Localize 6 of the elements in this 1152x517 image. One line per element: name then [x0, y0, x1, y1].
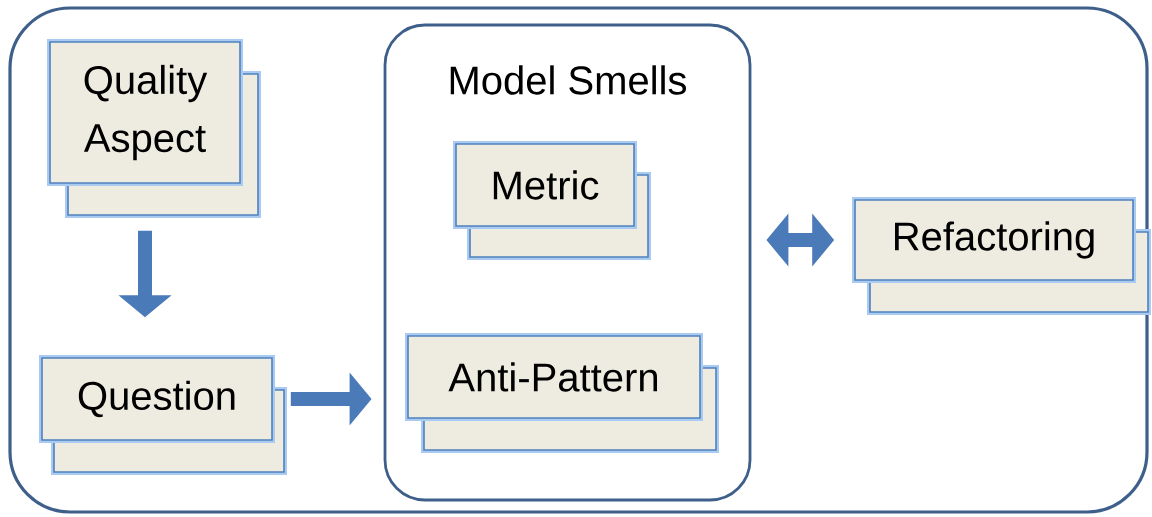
- stacked-card: Quality Aspect: [47, 39, 261, 218]
- stacked-card: Question: [39, 355, 287, 475]
- frame: [8, 6, 1149, 514]
- stacked-card: Anti-Pattern: [405, 333, 719, 453]
- stacked-card: Metric: [453, 141, 651, 260]
- stacked-card: Refactoring: [852, 197, 1151, 315]
